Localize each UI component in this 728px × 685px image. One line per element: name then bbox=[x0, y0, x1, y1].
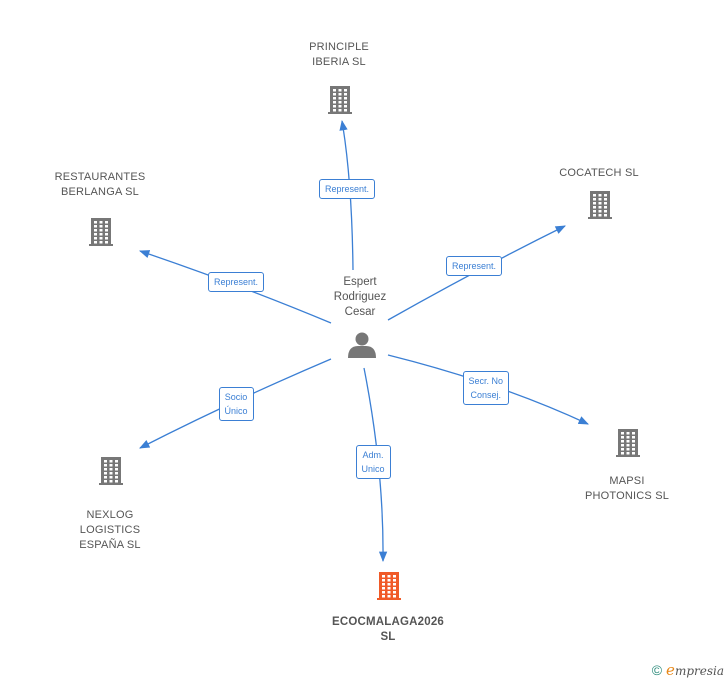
relation-label-ecocmalaga: Adm. Unico bbox=[355, 445, 391, 479]
company-label-cocatech[interactable]: COCATECH SL bbox=[559, 166, 639, 179]
copyright-symbol: © bbox=[651, 662, 663, 678]
company-label-nexlog[interactable]: NEXLOG LOGISTICS ESPAÑA SL bbox=[79, 509, 141, 551]
company-label-mapsi[interactable]: MAPSI PHOTONICS SL bbox=[584, 475, 670, 502]
building-icon[interactable] bbox=[328, 86, 352, 114]
building-icon[interactable] bbox=[99, 457, 123, 485]
company-label-restaurantes[interactable]: RESTAURANTES BERLANGA SL bbox=[54, 171, 146, 198]
brand-watermark: ©empresia bbox=[652, 661, 724, 679]
relation-label-nexlog: Socio Único bbox=[218, 387, 254, 421]
relation-label-restaurantes: Represent. bbox=[208, 272, 265, 292]
person-icon[interactable] bbox=[348, 332, 376, 359]
building-icon[interactable] bbox=[377, 572, 401, 600]
brand-logo-letter: e bbox=[666, 661, 675, 679]
relation-label-cocatech: Represent. bbox=[446, 256, 503, 276]
company-label-ecocmalaga[interactable]: ECOCMALAGA2026 SL bbox=[331, 616, 445, 643]
building-icon[interactable] bbox=[89, 218, 113, 246]
center-person-label[interactable]: Espert Rodriguez Cesar bbox=[333, 276, 387, 318]
company-label-principle[interactable]: PRINCIPLE IBERIA SL bbox=[309, 41, 369, 68]
relation-label-mapsi: Secr. No Consej. bbox=[462, 371, 510, 405]
building-icon[interactable] bbox=[588, 191, 612, 219]
brand-name: mpresia bbox=[674, 664, 724, 678]
relation-label-principle: Represent. bbox=[319, 179, 376, 199]
building-icon[interactable] bbox=[616, 429, 640, 457]
